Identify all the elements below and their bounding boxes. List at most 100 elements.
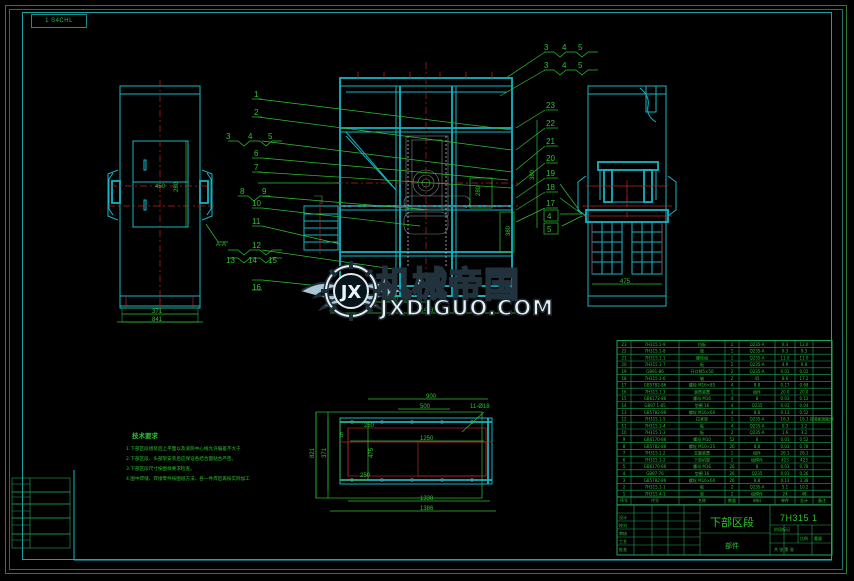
role-label: 设计 (619, 514, 627, 520)
bom-cell: GB97-76 (646, 471, 664, 476)
title-block: 下部区段 部件 7H315 1 阶段标记 重量 比例 共 张 第 张 设计 校对… (73, 470, 833, 561)
svg-text:380: 380 (506, 225, 512, 236)
bom-cell: Q235-A (750, 342, 765, 347)
bom-cell: 52 (729, 437, 735, 442)
bom-cell: 8 (756, 437, 759, 442)
bom-cell: 24 (782, 491, 788, 496)
bom-cell: 0.26 (800, 471, 809, 476)
bom-cell: 0.52 (800, 437, 809, 442)
bom-cell: 10.2 (800, 485, 809, 490)
bom-cell: 0.17 (781, 383, 790, 388)
bom-cell: 1.2 (801, 423, 808, 428)
bom-cell: 0.03 (781, 444, 790, 449)
svg-text:821: 821 (310, 447, 316, 458)
bom-cell: 螺栓 M16×85 (689, 382, 716, 388)
bom-cell: 5 (623, 464, 626, 469)
bom-cell: 423 (800, 457, 808, 462)
svg-text:475: 475 (620, 279, 631, 285)
bom-cell: 8 (756, 396, 759, 401)
bom-cell: 板 (700, 429, 704, 435)
svg-text:380: 380 (530, 169, 536, 180)
sheet-label: 共 张 第 张 (774, 546, 794, 552)
front-elevation-view: 280 380 390 1418 (303, 62, 524, 314)
bom-cell: 挡板 (698, 341, 706, 347)
bom-cell: 7H315.1.1 (645, 355, 666, 360)
svg-text:250: 250 (360, 473, 371, 479)
bom-cell: 48 (801, 491, 807, 496)
margin-revision-table (11, 470, 75, 560)
leader-num: 3 (544, 61, 549, 70)
leader-num: 20 (546, 154, 555, 163)
svg-text:1338: 1338 (420, 496, 434, 502)
bom-cell: 1.6 (782, 430, 789, 435)
bom-cell: GB5782-86 (644, 444, 667, 449)
leader-num: 8 (240, 187, 245, 196)
bom-cell: 11 (621, 423, 627, 428)
bom-cell: 26.1 (800, 451, 809, 456)
leader-num: 4 (248, 132, 253, 141)
bom-cell: 架 (700, 490, 704, 496)
bom-cell: 21 (621, 355, 627, 360)
leader-num: 10 (252, 199, 261, 208)
svg-text:250: 250 (364, 423, 375, 429)
tech-req-item: 2.下部区段、头部架安装后应保证各结合面贴合严密。 (126, 455, 236, 462)
bom-cell: 2 (731, 376, 734, 381)
bom-cell: 4 (731, 423, 734, 428)
leader-num: 14 (248, 256, 257, 265)
svg-text:500: 500 (420, 404, 431, 410)
sheet-outer-border (5, 5, 847, 574)
bom-cell: GB6170-86 (644, 464, 667, 469)
bom-cell: 4 (731, 410, 734, 415)
bom-cell: 序号 (620, 497, 628, 503)
bom-cell: 0.68 (800, 383, 809, 388)
leader-num: 9 (262, 187, 267, 196)
bom-cell: Q235-A (750, 430, 765, 435)
bom-cell: 0.13 (781, 410, 790, 415)
bom-cell: 14 (621, 403, 627, 408)
bom-cell: 7H315.4-1 (645, 491, 666, 496)
bom-cell: 9.3 (782, 349, 789, 354)
bom-cell: 2 (623, 485, 626, 490)
right-elevation-view: 475 (577, 85, 677, 307)
leader-num: 5 (578, 61, 583, 70)
bom-cell: 0.03 (781, 396, 790, 401)
bom-cell: 组焊件 (751, 456, 763, 462)
bom-cell: 11.0 (781, 355, 790, 360)
bom-cell: 7H315.1.2 (645, 451, 666, 456)
bom-cell: 23 (621, 342, 627, 347)
leader-num: 15 (268, 256, 277, 265)
leader-num: 16 (252, 283, 261, 292)
bom-cell: 1 (731, 451, 734, 456)
bom-cell: 26.1 (781, 451, 790, 456)
leader-num: 11 (252, 217, 261, 226)
bom-cell: 0.01 (781, 369, 790, 374)
leader-num: 6 (254, 149, 259, 158)
bom-cell: 7H315.1-3 (645, 430, 666, 435)
bom-cell: 组焊件 (751, 490, 763, 496)
bom-cell: 滚筒装置 (694, 388, 710, 394)
bom-cell: 16 (621, 389, 627, 394)
bom-cell: 4 (731, 383, 734, 388)
bom-cell: 拉紧架 (696, 416, 708, 422)
bom-cell: Q235 (752, 471, 763, 476)
bom-cell: Q235-A (750, 369, 765, 374)
bom-cell: 0.3 (782, 423, 789, 428)
svg-text:5: 5 (340, 433, 344, 439)
bom-cell: 2 (731, 342, 734, 347)
svg-text:371: 371 (152, 309, 163, 315)
bom-cell: 15 (621, 396, 627, 401)
bom-cell: 26 (729, 478, 735, 483)
bom-cell: 9 (623, 437, 626, 442)
svg-text:450: 450 (155, 184, 166, 190)
left-elevation-view: 450 280 371 841 A-A (107, 80, 228, 323)
bom-cell: 下部机架 (694, 456, 710, 462)
bom-cell: 3.38 (800, 478, 809, 483)
bom-cell: 7H315.1-1 (645, 485, 666, 490)
title-sub: 部件 (725, 541, 739, 550)
bom-cell: 8.8 (754, 410, 761, 415)
bom-cell: 2 (731, 369, 734, 374)
bom-cell: 17.2 (800, 376, 809, 381)
bom-cell: 11.0 (800, 355, 809, 360)
leader-num: 17 (546, 199, 555, 208)
